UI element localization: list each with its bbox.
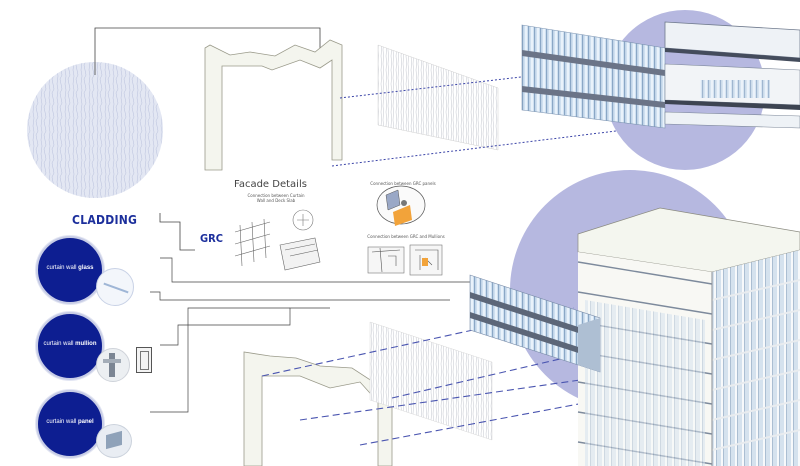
mullion-detail-icon <box>136 347 152 373</box>
badge-label: curtain wall panel <box>46 419 94 425</box>
detail-caption-3: Connection between GRC and Mullions <box>367 234 445 239</box>
badge-curtain-wall-panel: curtain wall panel <box>36 390 104 458</box>
cladding-title: CLADDING <box>72 213 138 227</box>
grc-profile-upper <box>204 39 343 171</box>
building-model <box>469 207 800 466</box>
connector-line <box>94 27 321 75</box>
badge-label: curtain wall glass <box>46 265 94 271</box>
curtain-wall-section-upper <box>521 21 800 129</box>
grc-profile-lower <box>243 351 393 466</box>
detail-caption-2: Connection between GRC panels <box>370 181 436 186</box>
mullion-inset <box>96 348 130 382</box>
facade-details-title: Facade Details <box>234 179 307 190</box>
detail-caption-1: Connection between Curtain Wall and Deck… <box>247 193 305 203</box>
panel-inset <box>96 424 132 458</box>
grc-panels-lower <box>369 321 493 441</box>
badge-curtain-wall-glass: curtain wall glass <box>36 236 104 304</box>
badge-connectors <box>145 257 470 413</box>
glass-inset <box>96 268 134 306</box>
cladding-swatch <box>27 62 163 198</box>
facade-detail-drawings <box>234 185 443 276</box>
grc-title: GRC <box>200 232 224 245</box>
badge-curtain-wall-mullion: curtain wall mullion <box>36 312 104 380</box>
badge-label: curtain wall mullion <box>43 341 97 347</box>
grc-panels-upper <box>377 44 499 151</box>
